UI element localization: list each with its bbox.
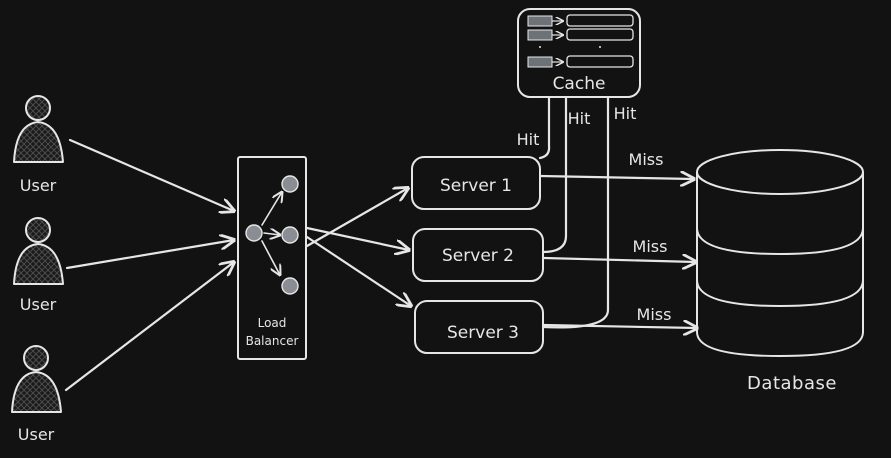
user-2: User [13,217,64,314]
miss-label-1: Miss [629,150,664,169]
database-cylinder-icon [696,149,864,358]
user-label: User [18,425,55,444]
arrow-user1-lb [68,138,234,211]
arrow-server2-db [542,258,696,262]
user-icon [11,345,62,413]
server-box [411,156,541,210]
hit-label-1: Hit [517,130,540,149]
server-3: Server 3 [414,300,544,354]
arrow-user3-lb [64,262,234,392]
miss-label-2: Miss [633,237,668,256]
server-label: Server 1 [440,176,512,196]
user-icon [13,217,64,285]
user-1: User [13,95,64,195]
line-server3-cache [541,95,610,329]
arrow-server3-db [541,325,697,328]
line-server2-cache [541,95,568,254]
server-label: Server 3 [447,323,519,343]
user-3: User [11,345,62,444]
server-to-cache-lines: Hit Hit Hit [517,95,637,329]
server-box [412,228,544,282]
user-label: User [20,176,57,195]
user-icon [13,95,64,163]
arrow-server1-db [539,176,694,179]
cache: Cache [517,8,641,98]
server-to-db-arrows: Miss Miss Miss [539,150,697,328]
cache-rows-icon [527,14,634,68]
server-1: Server 1 [411,156,541,210]
arrow-lb-server2 [305,226,409,250]
cache-label: Cache [553,74,606,94]
load-balancer-box [237,156,307,360]
database: Database [696,149,864,394]
hit-label-3: Hit [614,104,637,123]
arrow-user2-lb [65,240,234,270]
hit-label-2: Hit [568,109,591,128]
server-label: Server 2 [442,246,514,266]
arrow-lb-server1 [305,188,408,248]
miss-label-3: Miss [637,305,672,324]
database-label: Database [747,373,837,394]
line-server1-cache [538,95,551,160]
lb-to-server-arrows [305,188,411,306]
network-fanout-icon [245,175,299,295]
load-balancer-label-line1: Load [258,316,287,330]
user-label: User [20,295,57,314]
user-to-lb-arrows [64,138,234,392]
arrow-lb-server3 [305,235,411,306]
load-balancer: Load Balancer [237,156,307,360]
load-balancer-label-line2: Balancer [246,334,299,348]
server-2: Server 2 [412,228,544,282]
